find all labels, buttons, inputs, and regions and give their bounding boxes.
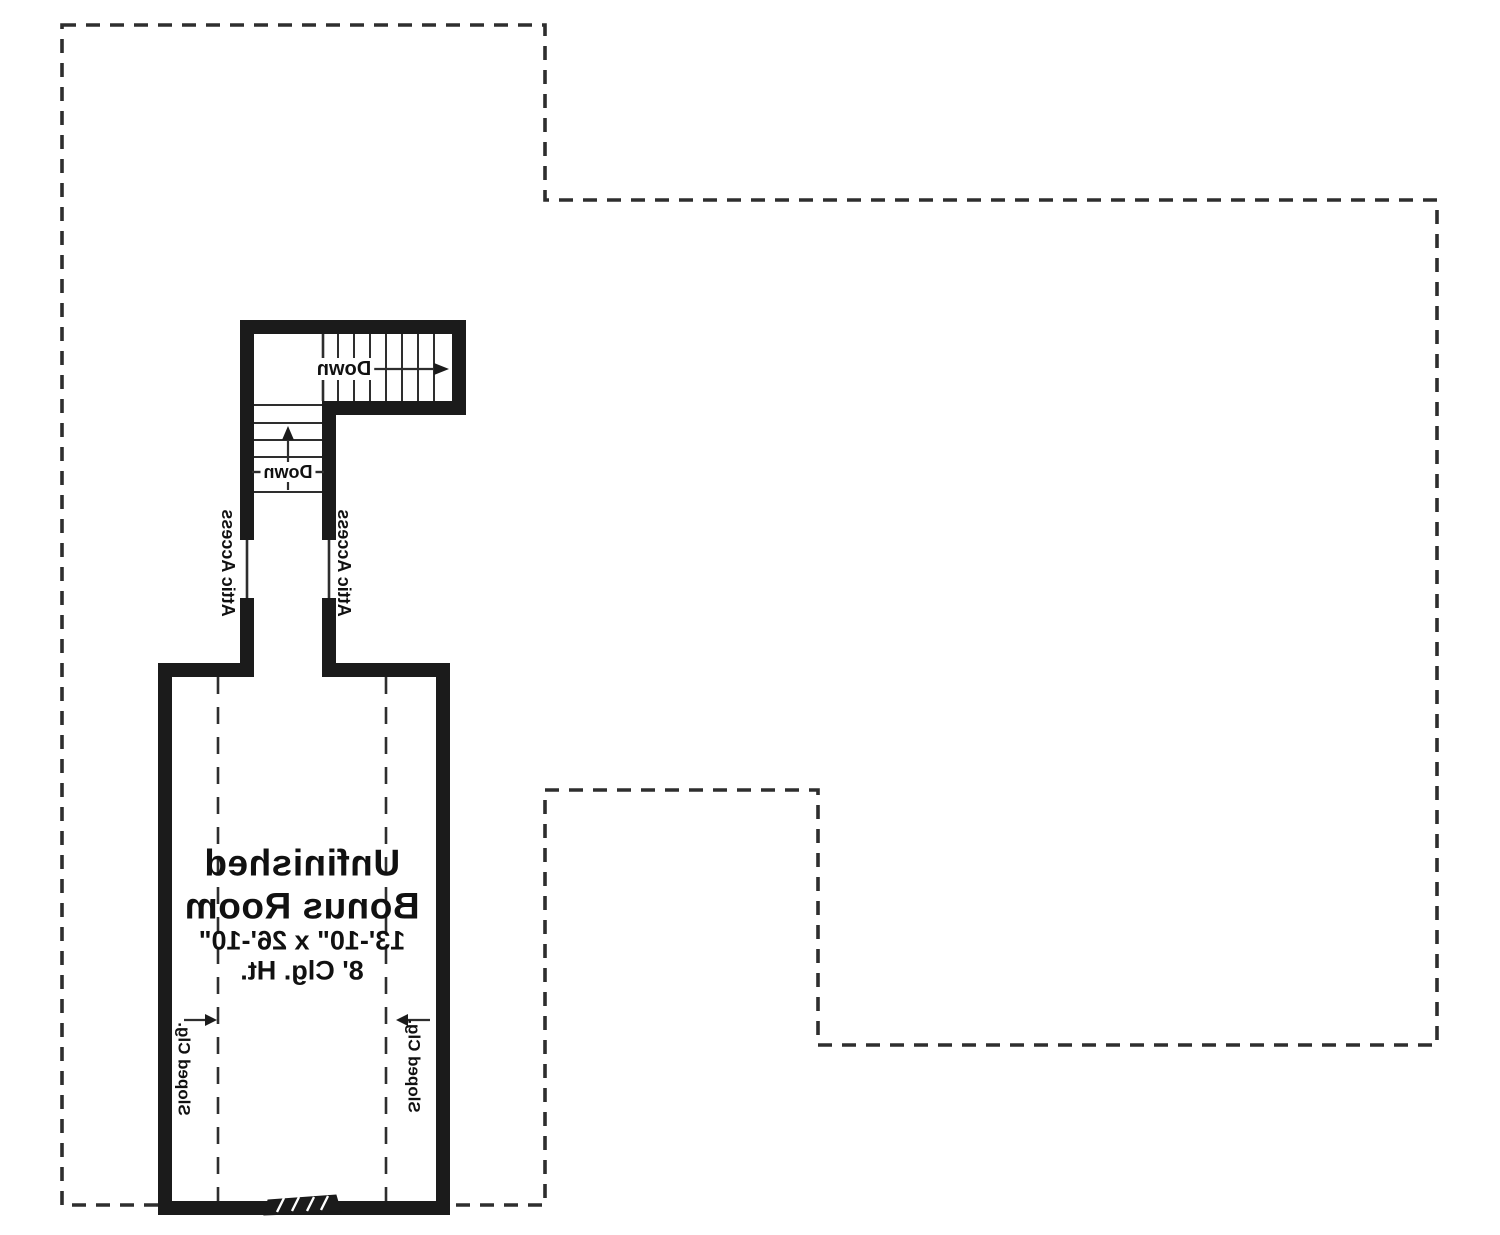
wall-room-top-right — [322, 663, 450, 677]
wall-room-right — [436, 663, 450, 1215]
wall-stair-right — [452, 320, 466, 415]
stair-arrow-upper — [366, 363, 449, 375]
room-dimensions: 13'-10" x 26'-10" — [198, 925, 406, 956]
attic-access-label-right: Attic Access — [334, 509, 354, 617]
stair-upper-down-label: Down — [313, 358, 375, 380]
room-ceiling-height: 8' Clg. Ht. — [240, 955, 364, 986]
wall-corridor-right-lower — [322, 598, 336, 677]
stair-lower-down-label: Down — [260, 462, 316, 482]
sloped-arrow-left — [184, 1014, 217, 1026]
attic-access-label-left: Attic Access — [218, 509, 238, 617]
wall-room-top-left — [158, 663, 254, 677]
sloped-ceiling-label-left: Sloped Clg. — [174, 1022, 194, 1116]
wall-corridor-left-lower — [240, 598, 254, 677]
gable-vent-icon — [263, 1194, 342, 1216]
wall-corridor-left-upper — [240, 320, 254, 540]
sloped-arrow-right — [396, 1014, 430, 1026]
wall-stair-bottom — [322, 401, 466, 415]
wall-room-left — [158, 663, 172, 1215]
sloped-ceiling-label-right: Sloped Clg. — [404, 1019, 424, 1113]
wall-corridor-right-upper — [322, 415, 336, 540]
wall-stair-top — [240, 320, 466, 334]
room-name-line1: Unfinished — [203, 842, 401, 884]
room-name-line2: Bonus Room — [184, 885, 420, 927]
